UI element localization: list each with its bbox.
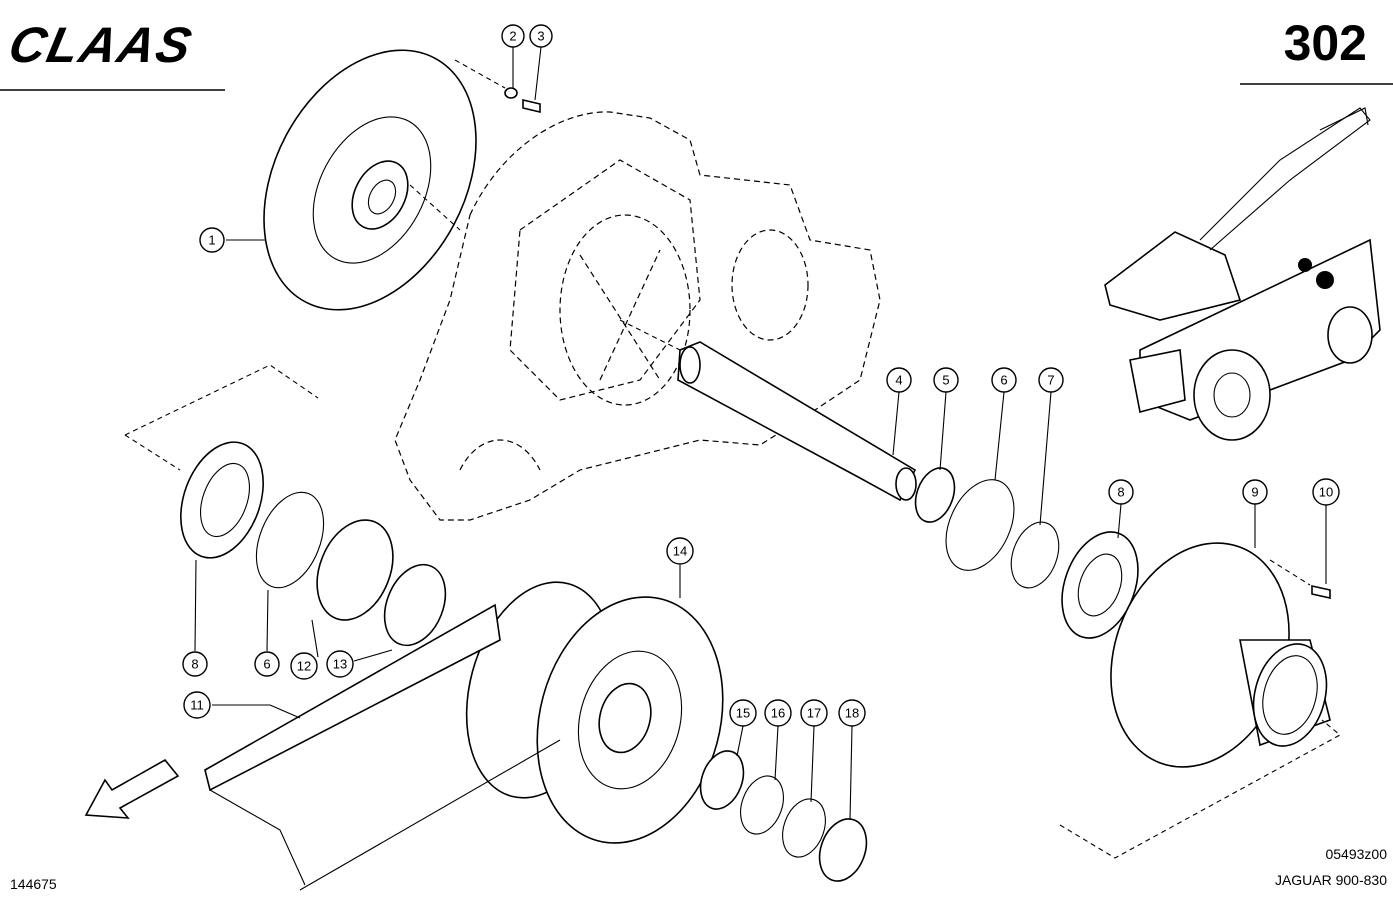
callout-7: 7 [1038,367,1064,393]
svg-text:4: 4 [895,373,902,388]
circlip-7 [1010,521,1060,589]
ring-16 [740,775,784,835]
bearing-housing-cover [1110,542,1331,768]
callout-8: 8 [1108,479,1134,505]
svg-text:1: 1 [208,233,215,248]
belt-pulley [465,581,724,844]
bearing-15 [699,750,745,810]
svg-text:6: 6 [263,657,270,672]
svg-text:8: 8 [1117,485,1124,500]
reference-line-right [1059,719,1341,859]
callout-18: 18 [838,699,866,727]
drive-shaft [677,341,917,502]
clutch-disc [263,49,477,311]
svg-text:8: 8 [191,657,198,672]
callout-6: 6 [991,367,1017,393]
svg-text:5: 5 [942,373,949,388]
svg-text:16: 16 [771,706,785,721]
callout-8-left: 8 [182,651,208,677]
svg-text:10: 10 [1319,485,1333,500]
svg-text:17: 17 [807,706,821,721]
model-label: JAGUAR 900-830 [1274,872,1387,888]
page-number: 302 [1283,15,1367,71]
svg-text:13: 13 [333,657,347,672]
callout-3: 3 [529,24,553,48]
leader-lines [194,46,1327,821]
svg-text:2: 2 [509,29,516,44]
circlip-6 [945,479,1015,571]
svg-text:7: 7 [1047,373,1054,388]
svg-text:6: 6 [1000,373,1007,388]
svg-text:11: 11 [190,698,204,713]
reference-line-left [124,364,319,436]
svg-text:9: 9 [1251,485,1258,500]
washer-and-bolt [504,87,541,114]
gearbox-housing-outline [394,111,881,521]
callout-13: 13 [326,650,354,678]
callout-11: 11 [183,691,211,719]
catalog-number: 144675 [10,876,57,892]
svg-text:3: 3 [537,29,544,44]
callout-15: 15 [729,699,757,727]
svg-text:14: 14 [673,544,687,559]
callout-9: 9 [1242,479,1268,505]
callout-14: 14 [666,537,694,565]
svg-text:12: 12 [297,659,311,674]
callout-2: 2 [501,24,525,48]
circlip-17 [782,798,826,858]
sleeve-13 [383,563,447,647]
callout-16: 16 [764,699,792,727]
callout-4: 4 [886,367,912,393]
callout-6-left: 6 [254,651,280,677]
ring-12 [316,519,394,621]
callout-12: 12 [290,652,318,680]
bearing-8-left [180,441,264,559]
svg-text:18: 18 [845,706,859,721]
seal-18 [818,818,868,882]
callout-10: 10 [1312,478,1340,506]
callout-17: 17 [800,699,828,727]
svg-text:15: 15 [736,706,750,721]
drawing-code: 05493z00 [1325,846,1387,862]
forage-harvester-inset [1104,107,1381,441]
ring-5 [914,467,956,523]
callout-5: 5 [933,367,959,393]
direction-arrow-icon [84,758,180,819]
v-belt [204,603,561,891]
callout-1: 1 [199,227,225,253]
circlip-6-left [255,491,325,589]
